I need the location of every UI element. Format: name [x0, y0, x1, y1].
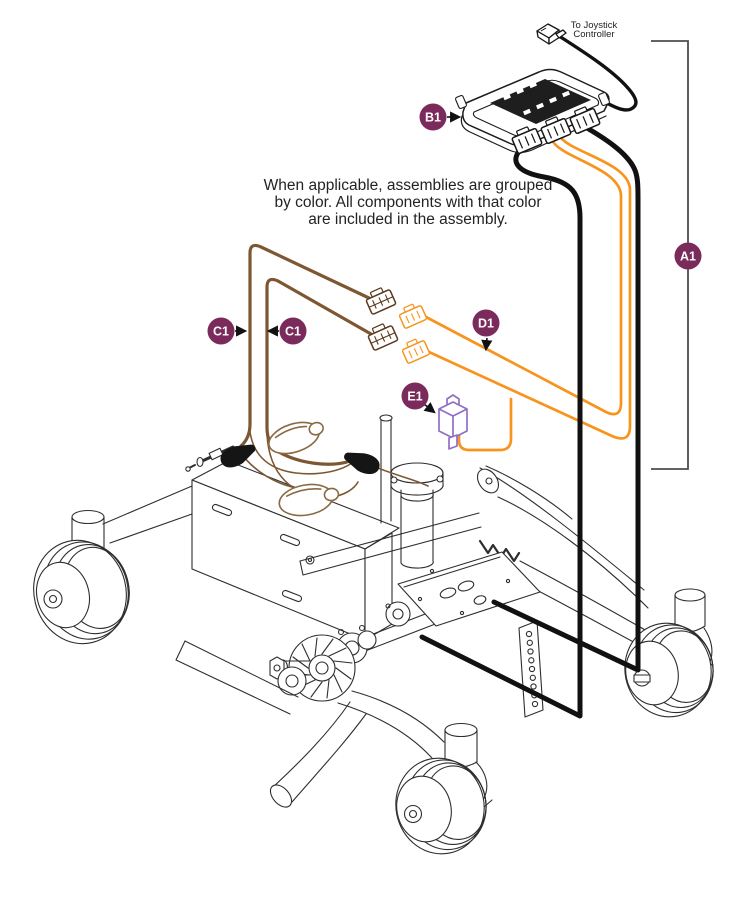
- callout-e1-label: E1: [407, 390, 422, 404]
- orange-wire-e1-loop: [457, 397, 513, 452]
- callout-d1-circle: [472, 309, 500, 337]
- callout-a1: A1: [674, 242, 702, 270]
- callout-c1-right-label: C1: [285, 325, 301, 339]
- orange-harness-d1: [424, 133, 632, 452]
- boot-black-right: [344, 452, 380, 474]
- black-cable-right: [491, 125, 641, 673]
- callout-b1: B1: [419, 103, 447, 131]
- joystick-connector-icon: [536, 23, 567, 45]
- black-cable-left: [419, 143, 583, 719]
- callout-e1: E1: [401, 382, 429, 410]
- controller-module: [455, 68, 610, 154]
- joystick-label: To Joystick Controller: [571, 20, 618, 40]
- chassis-drawing: [33, 414, 714, 855]
- orange-wire-1: [424, 138, 623, 416]
- harness-plugs-orange: [398, 303, 431, 364]
- caster-rear-right: [624, 588, 714, 718]
- orange-wire-2: [427, 133, 632, 440]
- boot-black-left: [220, 444, 256, 468]
- note-line3: are included in the assembly.: [308, 211, 508, 228]
- callout-d1-label: D1: [478, 317, 494, 331]
- module-plug-middle: [540, 116, 572, 145]
- callout-c1-right: C1: [279, 317, 307, 345]
- callout-b1-circle: [419, 103, 447, 131]
- brown-plug-1: [365, 287, 397, 315]
- brown-plug-2: [367, 323, 399, 351]
- module-plugs: [511, 106, 601, 155]
- battery-boots: [220, 421, 380, 517]
- brown-wire-1: [239, 243, 371, 448]
- seat-post: [390, 462, 444, 569]
- note-line1: When applicable, assemblies are grouped: [264, 177, 553, 194]
- joystick-label-line1: To Joystick: [571, 20, 618, 31]
- joystick-label-line2: Controller: [573, 29, 614, 40]
- module-plug-left: [511, 126, 543, 155]
- callout-e1-circle: [401, 382, 429, 410]
- harness-plugs-brown: [365, 287, 399, 351]
- callout-c1-left: C1: [207, 317, 235, 345]
- caster-front-left: [33, 509, 130, 645]
- perforated-bar: [518, 620, 544, 718]
- module-plug-right: [569, 106, 601, 135]
- callout-c1-right-circle: [279, 317, 307, 345]
- arrow-e1: [423, 402, 436, 414]
- inline-connector-e1: [438, 394, 468, 450]
- connector-bank: [490, 79, 591, 124]
- callout-a1-label: A1: [680, 250, 696, 264]
- note-text: When applicable, assemblies are grouped …: [264, 177, 553, 228]
- boot-tan-upper: [268, 421, 324, 455]
- callout-arrows: [235, 111, 493, 414]
- joystick-cable: [557, 34, 638, 112]
- callout-c1-left-circle: [207, 317, 235, 345]
- callout-d1: D1: [472, 309, 500, 337]
- motor-cables: [419, 125, 641, 719]
- note-line2: by color. All components with that color: [274, 194, 541, 211]
- drive-motor: [269, 601, 411, 702]
- caster-bottom: [395, 722, 493, 855]
- orange-plug-2: [401, 338, 431, 364]
- callout-b1-label: B1: [425, 111, 441, 125]
- mounting-plate: [397, 551, 541, 627]
- arrow-d1: [481, 337, 493, 352]
- callout-c1-left-label: C1: [213, 325, 229, 339]
- orange-plug-1: [398, 303, 428, 329]
- brown-harness-c1: [239, 243, 429, 498]
- callout-a1-circle: [674, 242, 702, 270]
- boot-tan-lower: [278, 483, 340, 517]
